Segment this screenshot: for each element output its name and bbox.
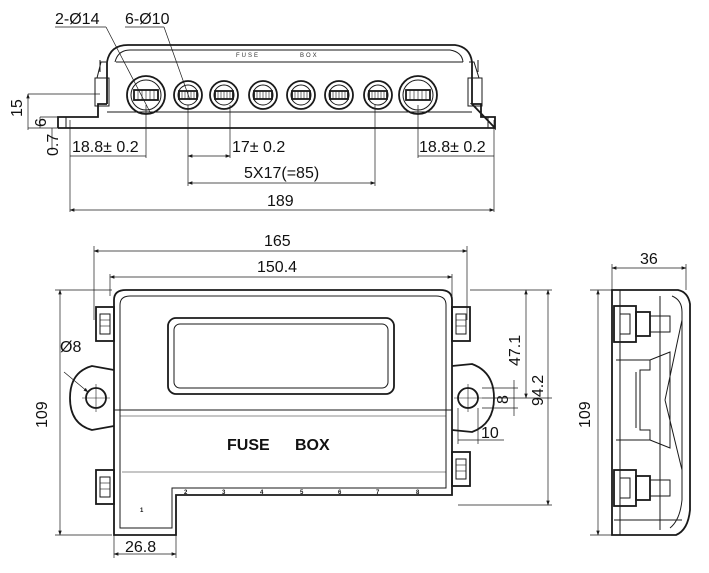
side-view-body	[611, 289, 691, 536]
hole-small-callout: 6-Ø10	[125, 11, 170, 28]
top-view-body: FUSE BOX	[57, 44, 496, 131]
dim-edge-left: 18.8± 0.2	[72, 139, 139, 156]
dim-edge-right: 18.8± 0.2	[419, 139, 486, 156]
dim-10: 10	[481, 425, 499, 442]
cable-gland-small	[209, 80, 239, 110]
cable-gland-small	[363, 80, 393, 110]
front-bottom-dims: 26.8	[113, 500, 177, 558]
front-view: 165 150.4 FUSE BOX	[34, 233, 552, 558]
top-view: FUSE BOX 15 6 0.7 2-Ø14 6-Ø10	[9, 11, 496, 212]
cable-gland-small	[324, 80, 354, 110]
dim-top-6: 6	[33, 118, 50, 127]
slot-numbers: 1 2 3 4 5 6 7 8	[140, 490, 420, 514]
front-housing: FUSE BOX	[113, 289, 453, 536]
dim-total-length: 189	[267, 193, 294, 210]
dim-hole-dia: Ø8	[60, 339, 81, 356]
dim-26-8: 26.8	[125, 539, 156, 556]
cable-gland-small	[286, 80, 316, 110]
slot-number-7: 7	[376, 490, 380, 496]
slot-number-5: 5	[300, 490, 304, 496]
dim-width-150-4: 150.4	[257, 259, 297, 276]
front-left-dims: 109 Ø8	[34, 289, 112, 536]
dim-94-2: 94.2	[530, 375, 547, 406]
dim-front-height-109: 109	[34, 401, 51, 428]
dim-8: 8	[495, 395, 512, 404]
dim-pitch: 17± 0.2	[232, 139, 285, 156]
lid-label-box: BOX	[295, 437, 330, 454]
top-view-horizontal-dims: 18.8± 0.2 17± 0.2 18.8± 0.2 5X17(=85) 18…	[69, 105, 495, 212]
dim-span: 5X17(=85)	[244, 165, 319, 182]
front-latches	[95, 306, 471, 505]
slot-number-6: 6	[338, 490, 342, 496]
cable-glands	[126, 75, 438, 115]
front-view-width-dims: 165 150.4	[93, 233, 468, 320]
side-view: 36 109	[577, 251, 691, 536]
cable-gland-small	[248, 80, 278, 110]
dim-top-0-7: 0.7	[45, 134, 62, 156]
top-lid-text-box: BOX	[300, 53, 319, 59]
hole-large-callout: 2-Ø14	[55, 11, 100, 28]
lid-label-fuse: FUSE	[227, 437, 270, 454]
dim-width-165: 165	[264, 233, 291, 250]
dim-top-15: 15	[9, 99, 26, 117]
slot-number-4: 4	[260, 490, 264, 496]
slot-number-1: 1	[140, 508, 144, 514]
front-mounting-ears	[69, 363, 495, 433]
top-view-vertical-dims: 15 6 0.7	[9, 93, 100, 156]
dim-side-height-109: 109	[577, 401, 594, 428]
hole-leaders: 2-Ø14 6-Ø10	[55, 11, 191, 113]
slot-number-3: 3	[222, 490, 226, 496]
side-view-dims: 36 109	[577, 251, 687, 536]
dim-side-depth-36: 36	[640, 251, 658, 268]
front-right-dims: 47.1 94.2 8 10	[457, 289, 552, 506]
slot-number-8: 8	[416, 490, 420, 496]
dim-47-1: 47.1	[507, 335, 524, 366]
slot-number-2: 2	[184, 490, 188, 496]
top-lid-text-fuse: FUSE	[236, 53, 260, 59]
